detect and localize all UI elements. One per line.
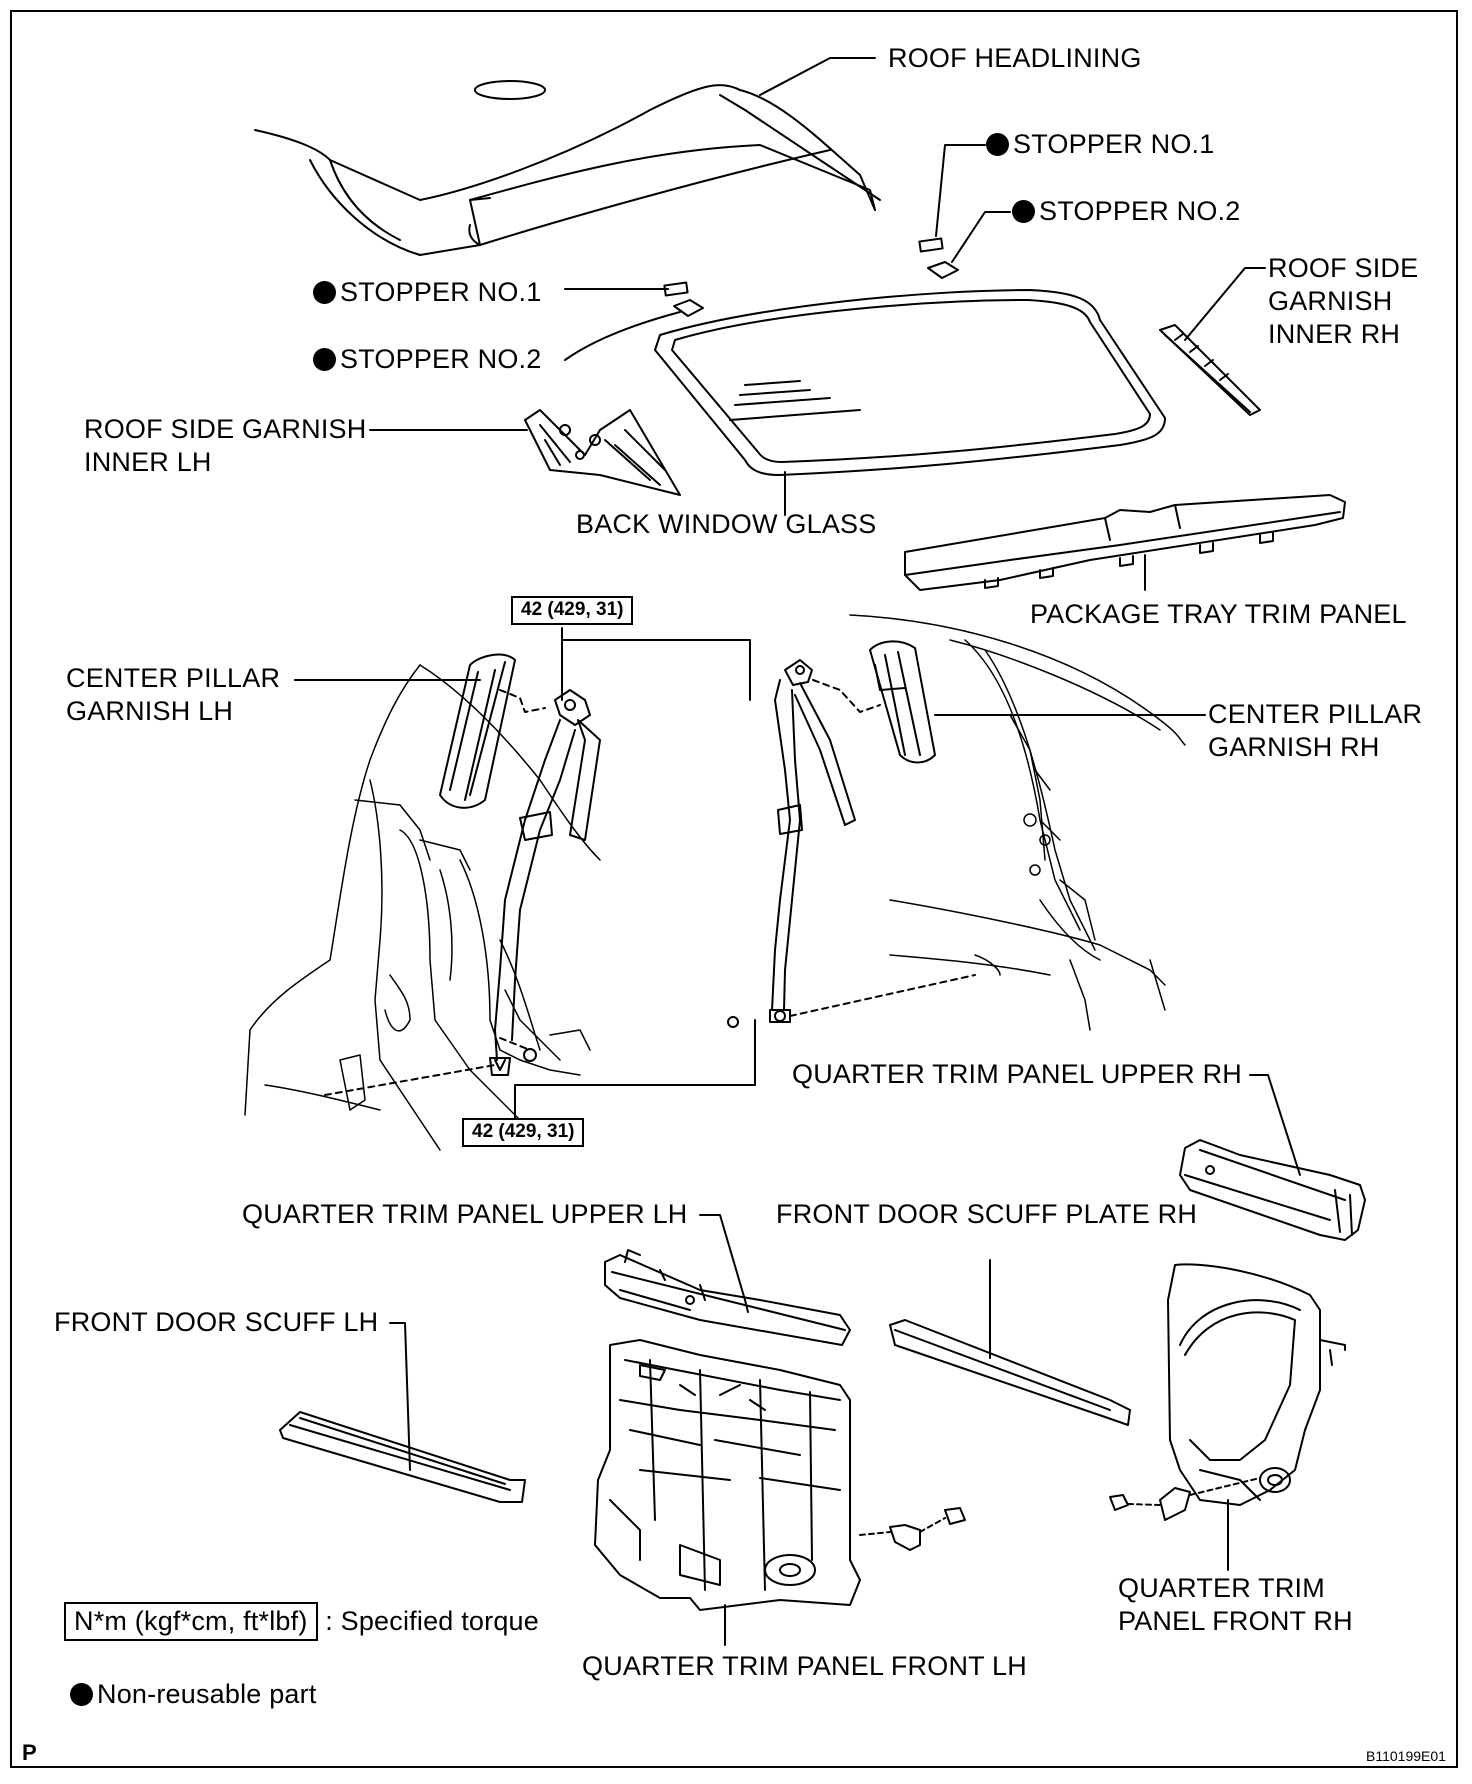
quarter-trim-upper-lh-part (604, 1249, 851, 1346)
stopper-no2-right-part (927, 261, 959, 279)
label-roof-side-garnish-rh: ROOF SIDE GARNISH INNER RH (1268, 252, 1418, 351)
bracket-bolt-lh-part (889, 1507, 966, 1551)
front-door-scuff-lh-part (279, 1411, 526, 1503)
label-stopper-no2-right: STOPPER NO.2 (1012, 195, 1240, 228)
roof-side-garnish-lh-line2: INNER LH (84, 447, 212, 477)
leader-stopper-no2-right (951, 211, 1011, 263)
label-stopper-no1-right: STOPPER NO.1 (986, 128, 1214, 161)
leader-quarter-trim-upper-rh (1249, 1074, 1301, 1176)
center-pillar-garnish-lh-line1: CENTER PILLAR (66, 663, 281, 693)
roof-side-garnish-lh-line1: ROOF SIDE GARNISH (84, 414, 367, 444)
stopper-no2-left-text: STOPPER NO.2 (340, 344, 542, 374)
center-pillar-garnish-rh-line2: GARNISH RH (1208, 732, 1380, 762)
label-front-door-scuff-plate-rh: FRONT DOOR SCUFF PLATE RH (776, 1199, 1198, 1229)
legend-torque-desc: : Specified torque (325, 1606, 539, 1636)
label-quarter-trim-upper-rh: QUARTER TRIM PANEL UPPER RH (792, 1059, 1242, 1089)
label-package-tray-trim-panel: PACKAGE TRAY TRIM PANEL (1030, 599, 1407, 629)
label-back-window-glass: BACK WINDOW GLASS (576, 509, 877, 539)
dash-bracket-rh (1127, 1477, 1261, 1506)
label-center-pillar-garnish-rh: CENTER PILLAR GARNISH RH (1208, 698, 1422, 764)
dash-center-pillar-rh (812, 679, 881, 713)
center-pillar-garnish-rh-line1: CENTER PILLAR (1208, 699, 1423, 729)
stopper-no1-left-part (663, 281, 689, 297)
quarter-trim-front-rh-line2: PANEL FRONT RH (1118, 1606, 1353, 1636)
stopper-no1-left-text: STOPPER NO.1 (340, 277, 542, 307)
roof-side-garnish-rh-part (1159, 324, 1261, 416)
quarter-trim-front-lh-part (594, 1339, 861, 1611)
leader-roof-side-garnish-rh (1184, 267, 1266, 341)
label-roof-side-garnish-lh: ROOF SIDE GARNISH INNER LH (84, 413, 366, 479)
dash-bracket-lh (859, 1517, 946, 1536)
dash-center-pillar-lh (499, 689, 546, 713)
roof-side-garnish-rh-line3: INNER RH (1268, 319, 1401, 349)
label-roof-headlining: ROOF HEADLINING (888, 43, 1142, 73)
roof-side-garnish-lh-part (524, 409, 681, 496)
figure-id: B110199E01 (1366, 1748, 1446, 1764)
leader-roof-headlining (759, 57, 876, 96)
stopper-no2-left-part (673, 299, 704, 317)
dash-seatbelt-rh-lower (789, 974, 976, 1017)
seat-belt-rh-part (727, 659, 856, 1028)
label-center-pillar-garnish-lh: CENTER PILLAR GARNISH LH (66, 662, 280, 728)
label-stopper-no1-left: STOPPER NO.1 (313, 276, 541, 309)
roof-side-garnish-rh-line2: GARNISH (1268, 286, 1393, 316)
leader-quarter-trim-upper-lh (699, 1214, 746, 1301)
center-pillar-garnish-lh-line2: GARNISH LH (66, 696, 234, 726)
quarter-trim-front-rh-part (1167, 1263, 1346, 1506)
torque-spec-lower: 42 (429, 31) (462, 1118, 585, 1147)
label-quarter-trim-front-lh: QUARTER TRIM PANEL FRONT LH (582, 1651, 1027, 1681)
leader-stopper-no1-right (935, 144, 986, 237)
torque-upper-leader (561, 627, 751, 701)
torque-lower-leader (514, 1019, 756, 1121)
center-pillar-garnish-rh-part (869, 640, 936, 764)
quarter-trim-front-rh-line1: QUARTER TRIM (1118, 1573, 1325, 1603)
roof-side-garnish-rh-line1: ROOF SIDE (1268, 253, 1419, 283)
seat-belt-lh-part (489, 689, 601, 1076)
front-door-scuff-plate-rh-part (889, 1319, 1131, 1426)
legend-non-reusable: Non-reusable part (70, 1678, 317, 1711)
label-stopper-no2-left: STOPPER NO.2 (313, 343, 541, 376)
roof-headlining-part (254, 80, 881, 256)
page-letter: P (22, 1740, 37, 1765)
torque-spec-upper: 42 (429, 31) (511, 596, 634, 625)
center-pillar-garnish-lh-part (439, 653, 516, 809)
leader-stopper-no2-left (564, 311, 681, 361)
stopper-no2-right-text: STOPPER NO.2 (1039, 196, 1241, 226)
package-tray-trim-panel-part (904, 494, 1346, 591)
leader-front-door-scuff-lh (389, 1322, 411, 1471)
quarter-trim-upper-rh-part (1179, 1139, 1366, 1241)
dash-seatbelt-lh-bolt (499, 1037, 531, 1051)
legend-torque-units: N*m (kgf*cm, ft*lbf) (64, 1602, 318, 1641)
label-front-door-scuff-lh: FRONT DOOR SCUFF LH (54, 1307, 379, 1337)
legend-non-reusable-text: Non-reusable part (97, 1679, 317, 1709)
legend-torque: N*m (kgf*cm, ft*lbf) : Specified torque (64, 1602, 539, 1641)
diagram-frame (10, 10, 1458, 1768)
stopper-no1-right-text: STOPPER NO.1 (1013, 129, 1215, 159)
dash-seatbelt-lh-lower (324, 1064, 496, 1096)
label-quarter-trim-front-rh: QUARTER TRIM PANEL FRONT RH (1118, 1572, 1353, 1638)
stopper-no1-right-part (918, 237, 944, 253)
body-right-outline (849, 614, 1186, 1031)
label-quarter-trim-upper-lh: QUARTER TRIM PANEL UPPER LH (242, 1199, 688, 1229)
back-window-glass-part (654, 289, 1166, 476)
body-left-outline (244, 664, 601, 1151)
